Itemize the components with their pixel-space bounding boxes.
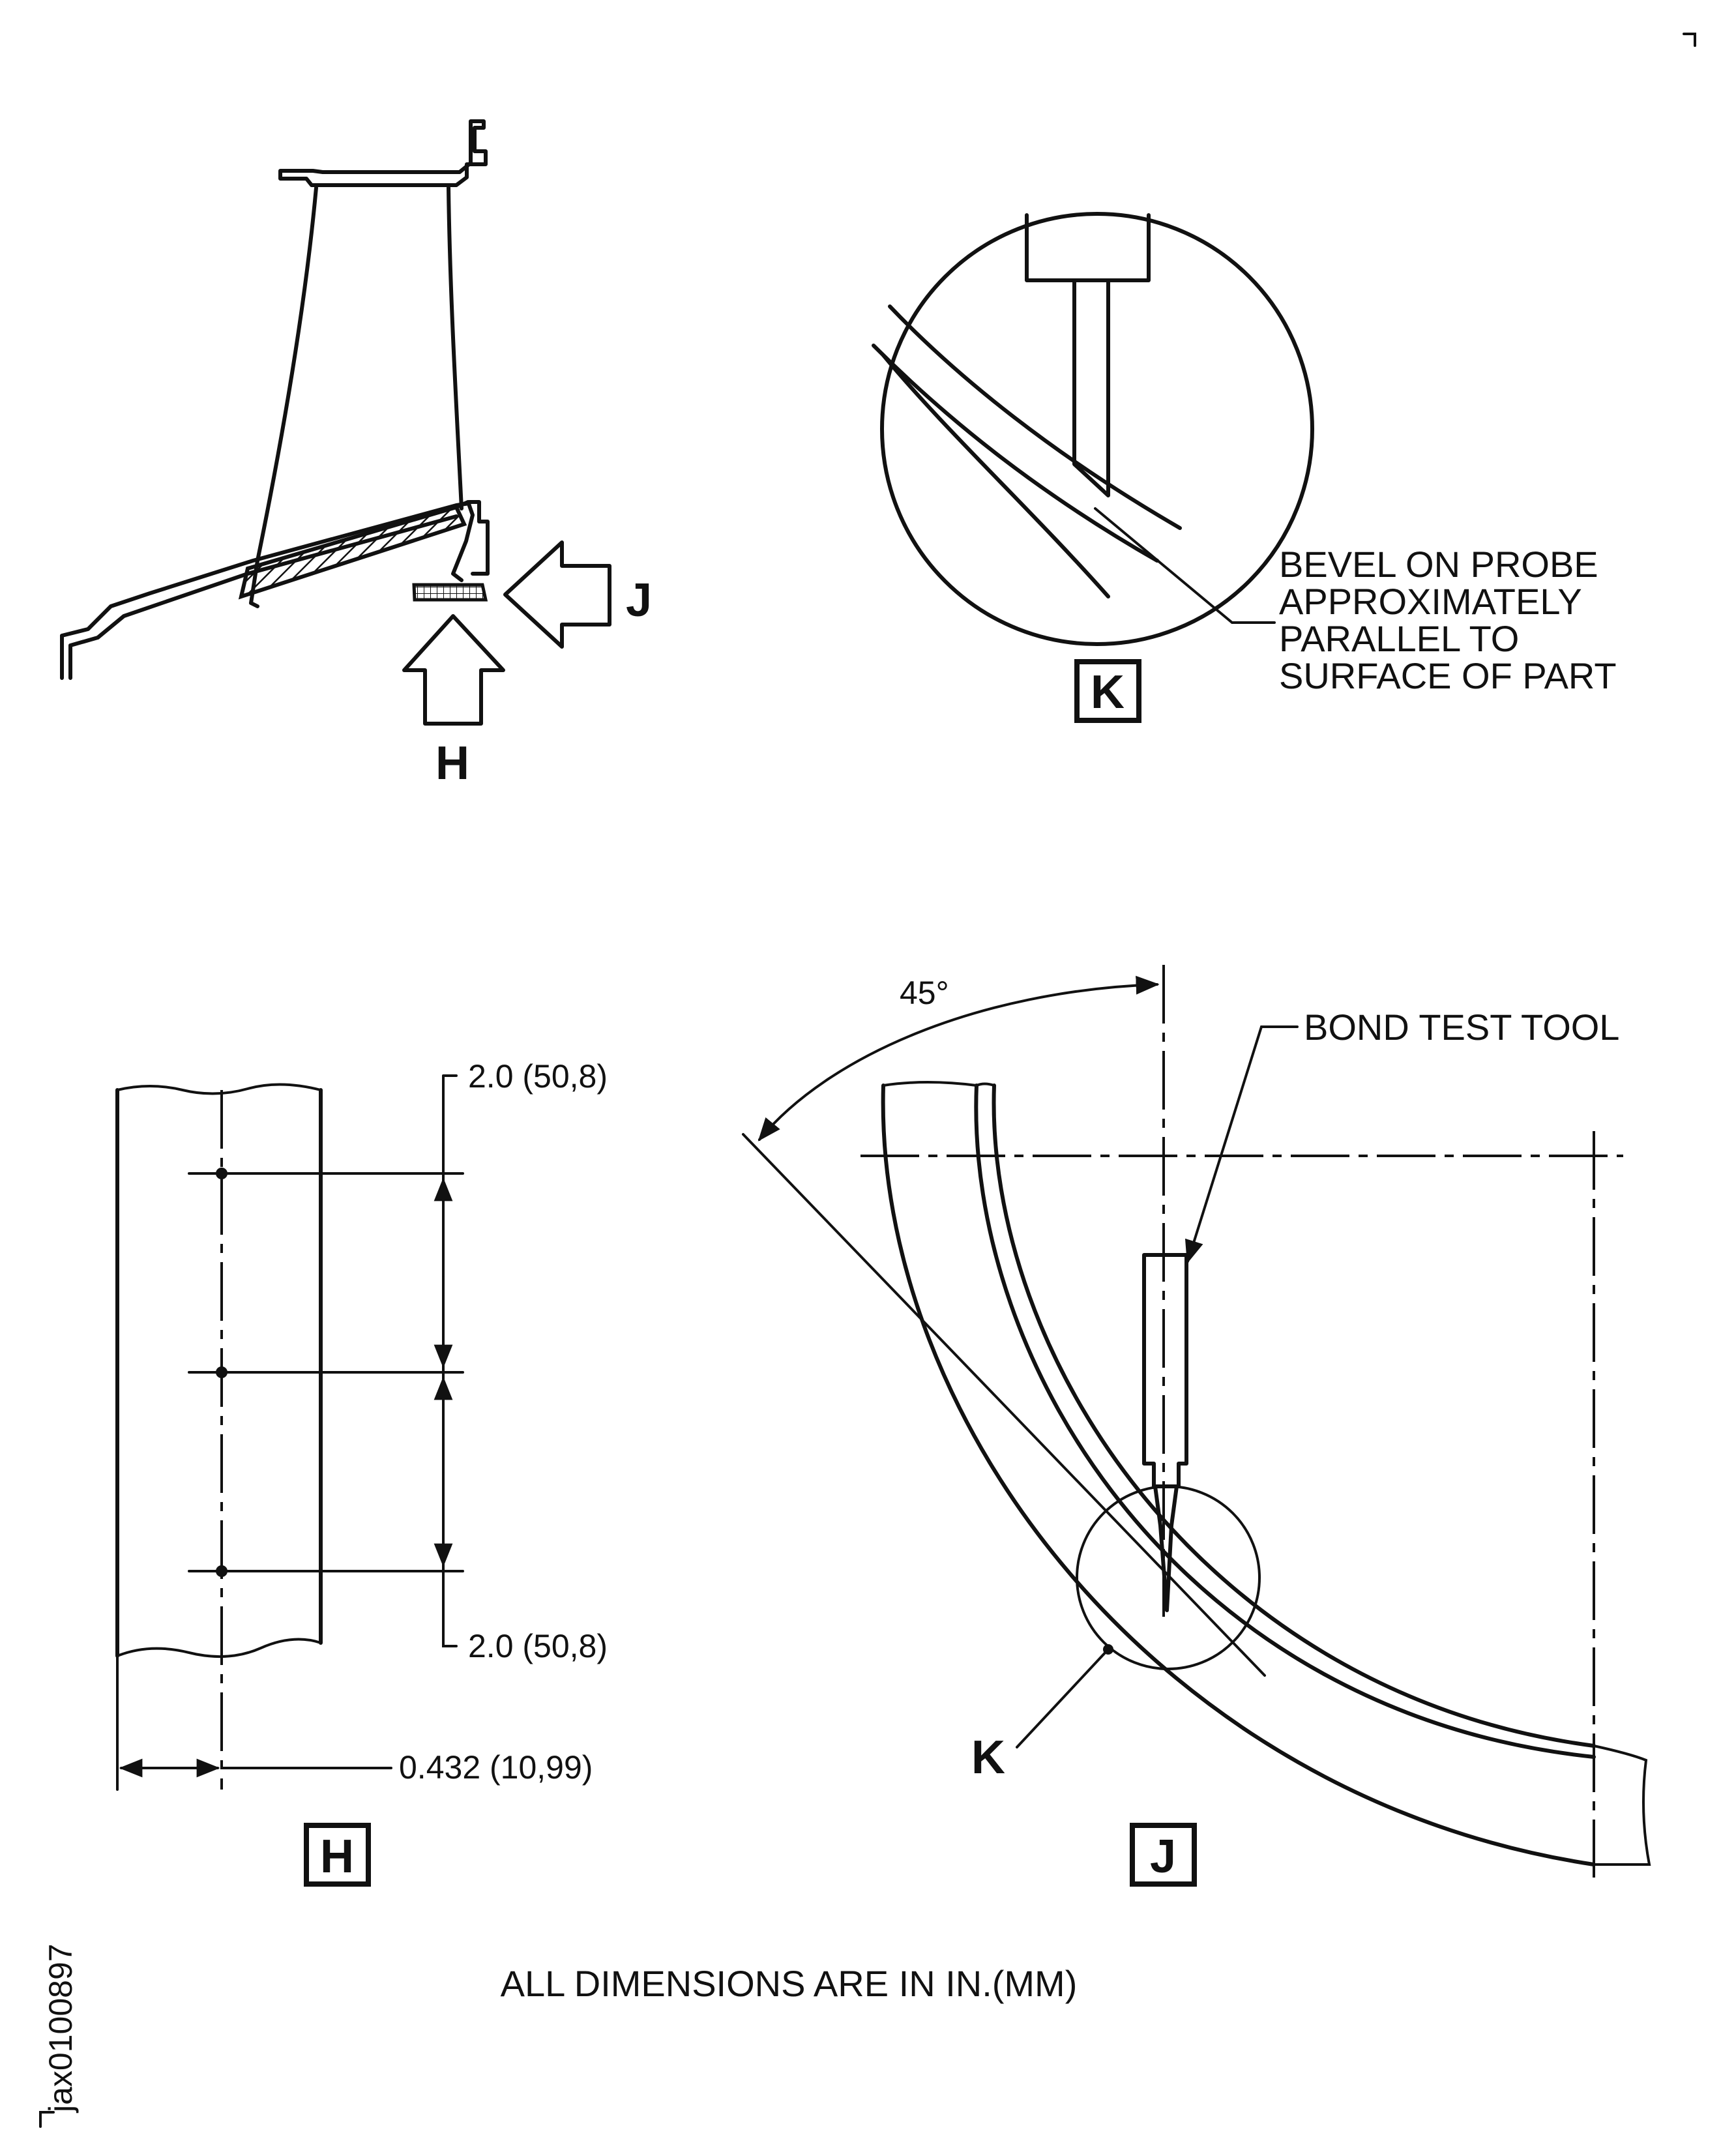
view-h: 2.0 (50,8) 2.0 (50,8) 0.432 (10,99) H — [115, 1058, 608, 1887]
blade-section-view: J H — [60, 119, 652, 789]
bevel-leader — [1094, 507, 1276, 624]
seal-block — [412, 583, 488, 602]
bevel-note-line-2: APPROXIMATELY — [1279, 581, 1582, 622]
detail-k-circle — [1076, 1485, 1261, 1670]
dim-bottom-spacing: 2.0 (50,8) — [468, 1628, 608, 1664]
view-arrow-h — [402, 614, 505, 726]
dim-top-spacing: 2.0 (50,8) — [468, 1058, 608, 1095]
bevel-note-line-1: BEVEL ON PROBE — [1279, 544, 1598, 585]
bond-test-tool — [1142, 1253, 1188, 1488]
footer-note: ALL DIMENSIONS ARE IN IN.(MM) — [501, 1963, 1078, 2004]
tool-leader — [1184, 1025, 1299, 1264]
bevel-note-line-4: SURFACE OF PART — [1279, 655, 1617, 696]
view-j: 45° BOND TEST TOOL K J — [742, 965, 1651, 1887]
label-k-top: K — [1091, 666, 1125, 718]
tool-label: BOND TEST TOOL — [1304, 1007, 1619, 1048]
label-box-j — [1130, 1823, 1197, 1887]
view-arrow-h-label: H — [435, 737, 469, 789]
detail-k-view: K BEVEL ON PROBE APPROXIMATELY PARALLEL … — [872, 212, 1617, 723]
corner-mark — [1683, 33, 1696, 47]
label-box-h — [304, 1823, 371, 1887]
label-j-bottom: J — [1150, 1831, 1176, 1883]
view-arrow-j-label: J — [626, 574, 652, 626]
label-box-k — [1074, 659, 1141, 723]
figure-id: jax0100897 — [42, 1943, 79, 2114]
label-h-bottom: H — [320, 1831, 354, 1883]
angle-label: 45° — [900, 975, 949, 1011]
dim-edge-offset: 0.432 (10,99) — [399, 1749, 593, 1786]
view-arrow-j — [503, 540, 611, 649]
bonded-area — [238, 505, 467, 600]
bevel-note-line-3: PARALLEL TO — [1279, 618, 1519, 659]
label-k-leader: K — [971, 1732, 1005, 1784]
